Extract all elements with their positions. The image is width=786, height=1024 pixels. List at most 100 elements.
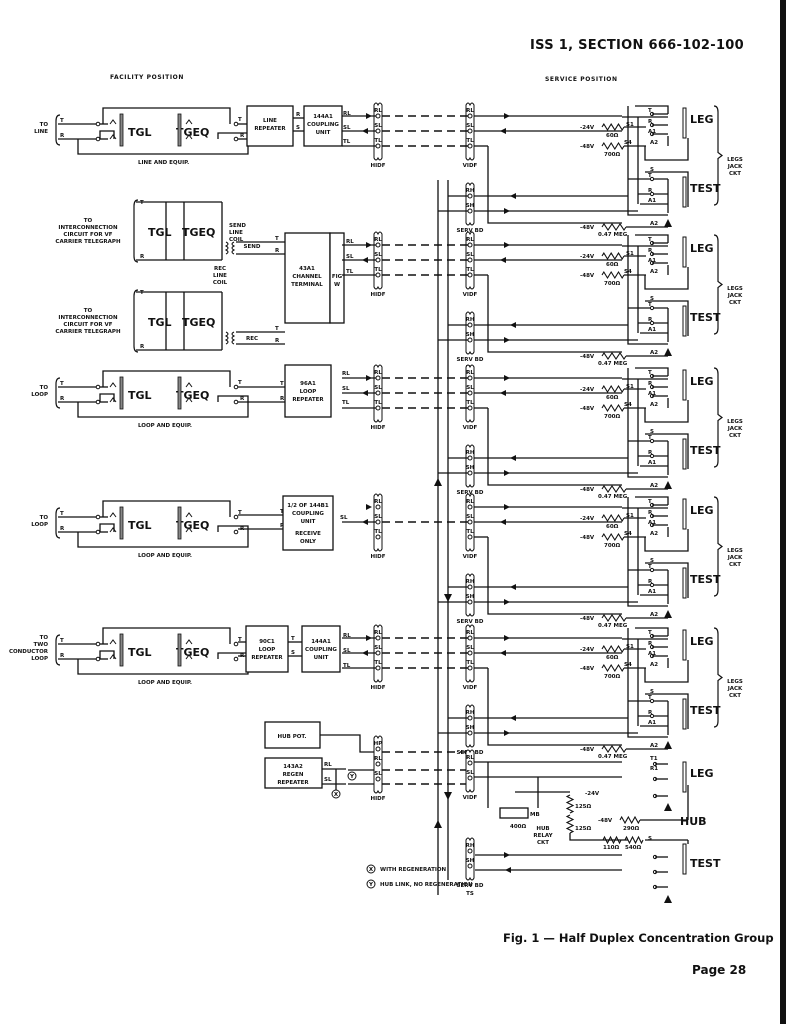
tgeq-label: TGEQ <box>176 519 209 532</box>
r-label: R <box>648 188 653 194</box>
frame-terminal-label: RL <box>374 108 382 114</box>
spring-icon <box>185 119 193 125</box>
spring-icon <box>185 639 193 645</box>
s-label: S <box>291 650 295 656</box>
coupling-unit-label: COUPLING <box>292 511 324 517</box>
arrow-icon <box>500 650 506 656</box>
frame-label: VIDF <box>463 795 478 801</box>
wire <box>99 393 115 402</box>
frame-strip <box>465 182 475 226</box>
frame-terminal-label: SL <box>374 514 382 520</box>
s1-label: S1 <box>626 384 634 390</box>
line-bracket <box>133 199 139 263</box>
legs-jack-bracket <box>713 105 723 206</box>
frame-terminal <box>467 143 473 149</box>
legend-x-icon <box>366 864 376 874</box>
to-label: LOOP <box>31 522 48 528</box>
frame-terminal <box>467 375 473 381</box>
arrow-icon <box>366 635 372 641</box>
loop-repeater-label: LOOP <box>259 647 276 653</box>
frame-terminal <box>467 337 473 343</box>
frame-terminal-label: RH <box>466 317 475 323</box>
700-ohm-label: 700Ω <box>604 543 620 549</box>
frame-label: SERV BD <box>457 490 484 496</box>
legs-jack-bracket <box>713 496 723 597</box>
terminal <box>233 384 239 390</box>
minus-48v-label: -48V <box>580 144 595 150</box>
rl-label: RL <box>343 633 351 639</box>
up-arrow-icon <box>664 741 672 749</box>
arrow-icon <box>362 519 368 525</box>
wire <box>644 660 689 683</box>
t-label: T <box>648 237 652 243</box>
tl-label: TL <box>343 139 351 145</box>
rl-label: RL <box>324 762 332 768</box>
ring-label: R <box>140 344 145 350</box>
frame-terminal <box>467 863 473 869</box>
fig-w-box <box>329 232 345 324</box>
ring-label: R <box>240 396 245 402</box>
sl-label: SL <box>343 125 351 131</box>
arrow-icon <box>510 715 516 721</box>
wire <box>102 500 231 517</box>
wire <box>644 400 689 423</box>
wire <box>99 130 115 139</box>
spring-icon <box>185 382 193 388</box>
frame-terminal-label: RH <box>466 843 475 849</box>
arrow-icon <box>362 257 368 263</box>
loop-repeater-label: 96A1 <box>300 381 316 387</box>
resistor-700-icon <box>601 532 625 542</box>
arrow-icon <box>504 599 510 605</box>
frame-terminal <box>467 775 473 781</box>
leg-jack-sleeve <box>682 629 687 661</box>
hub-pot-label: HUB POT. <box>278 734 307 740</box>
a2-label: A2 <box>650 221 658 227</box>
frame-terminal-label: SL <box>374 385 382 391</box>
t-label: T <box>648 108 652 114</box>
700-ohm-label: 700Ω <box>604 414 620 420</box>
frame-label: HIDF <box>371 292 386 298</box>
terminal <box>649 453 655 459</box>
terminal <box>95 641 101 647</box>
frame-terminal-label: RL <box>374 630 382 636</box>
frame-terminal-label: SL <box>466 385 474 391</box>
t-label: T <box>280 381 284 387</box>
tip-label: T <box>60 511 64 517</box>
terminal <box>649 305 655 311</box>
hub-relay-coil <box>499 807 529 819</box>
t-label: T <box>280 509 284 515</box>
frame-terminal <box>467 584 473 590</box>
frame-terminal-label: SL <box>374 771 382 777</box>
spring-icon <box>109 654 117 660</box>
arrow-icon <box>366 113 372 119</box>
a1-label: A1 <box>648 198 656 204</box>
line-bracket <box>55 114 61 146</box>
resistor-700-icon <box>601 403 625 413</box>
jack-sleeve <box>177 506 182 540</box>
terminal <box>649 567 655 573</box>
to-label: TO <box>84 308 93 314</box>
loop-repeater-label: 90C1 <box>259 639 275 645</box>
wire <box>635 627 669 636</box>
frame-terminal-label: RH <box>466 579 475 585</box>
frame-label: VIDF <box>463 685 478 691</box>
terminal <box>233 641 239 647</box>
legend-x-mark: X <box>369 867 374 873</box>
s-label: S <box>296 125 300 131</box>
minus-48v-label: -48V <box>580 616 595 622</box>
110-ohm-label: 110Ω <box>603 845 619 851</box>
a2-label: A2 <box>650 350 658 356</box>
wire <box>99 650 115 659</box>
channel-terminal-box <box>284 232 331 324</box>
r-label: R <box>275 248 280 254</box>
hub-pot-box <box>264 721 321 749</box>
tgl-label: TGL <box>128 646 152 659</box>
tip-label: T <box>140 200 144 206</box>
spring-icon <box>185 654 193 660</box>
wire <box>77 395 249 418</box>
r-label: R <box>648 450 653 456</box>
arrow-icon <box>500 390 506 396</box>
resistor-60-icon <box>601 644 625 654</box>
arrow-icon <box>366 242 372 248</box>
minus-48v-label: -48V <box>580 666 595 672</box>
